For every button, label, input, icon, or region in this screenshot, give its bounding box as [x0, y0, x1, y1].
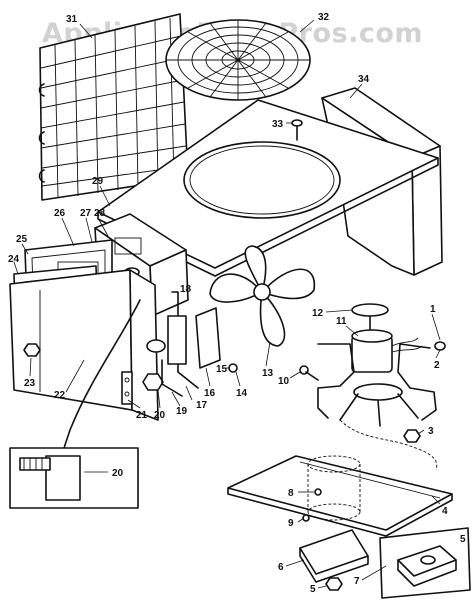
callout-29: 29 — [92, 176, 104, 187]
callout-2: 2 — [434, 360, 440, 371]
callout-5-inset: 5 — [460, 534, 466, 545]
callout-5-lower: 5 — [310, 584, 316, 595]
callout-20-inset: 20 — [112, 468, 124, 479]
callout-16: 16 — [204, 388, 216, 399]
callout-25: 25 — [16, 234, 28, 245]
part-7-compressor[interactable] — [307, 455, 361, 521]
callout-31: 31 — [66, 14, 78, 25]
callout-8: 8 — [288, 488, 294, 499]
callout-34: 34 — [358, 74, 370, 85]
part-20-detail-inset — [9, 447, 139, 509]
callout-20: 20 — [154, 410, 166, 421]
callout-22: 22 — [54, 390, 66, 401]
part-11-fan-motor[interactable] — [351, 315, 423, 373]
callout-32: 32 — [318, 12, 330, 23]
callout-12: 12 — [312, 308, 324, 319]
motor-mount-frame[interactable] — [317, 343, 437, 427]
callout-labels: 32 31 33 34 29 26 27 28 25 24 23 22 21 2… — [8, 12, 466, 595]
part-8-bolt[interactable] — [314, 488, 322, 496]
part-18-mounting-bracket[interactable] — [167, 291, 199, 389]
part-16-relay[interactable] — [195, 307, 221, 369]
callout-18: 18 — [180, 284, 192, 295]
part-9-bolt[interactable] — [302, 514, 310, 522]
part-14-fastener[interactable] — [228, 363, 238, 373]
callout-24: 24 — [8, 254, 20, 265]
callout-23: 23 — [24, 378, 36, 389]
callout-4: 4 — [442, 506, 448, 517]
leader-lines — [13, 19, 441, 589]
callout-6: 6 — [278, 562, 284, 573]
part-33-screw[interactable] — [291, 119, 303, 141]
part-29-top-cover[interactable] — [97, 99, 439, 277]
callout-14: 14 — [236, 388, 248, 399]
callout-7: 7 — [354, 576, 360, 587]
part-5-detail-inset — [379, 527, 471, 599]
callout-26: 26 — [54, 208, 66, 219]
callout-13: 13 — [262, 368, 274, 379]
callout-11: 11 — [336, 316, 347, 327]
callout-21: 21 — [136, 410, 148, 421]
part-3-nut[interactable] — [403, 429, 421, 443]
callout-19: 19 — [176, 406, 188, 417]
callout-9: 9 — [288, 518, 294, 529]
part-21-bracket[interactable] — [121, 371, 133, 405]
part-19-bracket[interactable] — [161, 359, 183, 397]
callout-33: 33 — [272, 119, 284, 130]
part-12-washer[interactable] — [351, 303, 389, 317]
part-5-clip[interactable] — [325, 577, 343, 591]
part-4-base-rail[interactable] — [227, 455, 453, 537]
callout-27: 27 — [80, 208, 92, 219]
callout-17: 17 — [196, 400, 208, 411]
callout-10: 10 — [278, 376, 290, 387]
part-6-base-bracket[interactable] — [299, 529, 369, 583]
callout-3: 3 — [428, 426, 434, 437]
callout-15: 15 — [216, 364, 228, 375]
part-10-bolt[interactable] — [299, 365, 319, 381]
part-13-fan-blade[interactable] — [209, 245, 316, 347]
part-32-fan-guard[interactable] — [165, 19, 311, 101]
part-1-nut[interactable] — [434, 341, 446, 351]
callout-28: 28 — [94, 208, 106, 219]
part-23-nut[interactable] — [23, 343, 41, 357]
callout-1: 1 — [430, 304, 436, 315]
